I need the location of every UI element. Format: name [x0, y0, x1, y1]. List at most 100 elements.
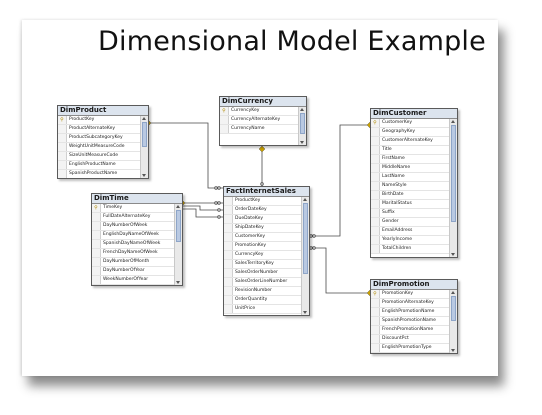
column-row[interactable]: PromotionAlternateKey: [371, 299, 449, 308]
scroll-up-icon[interactable]: [142, 117, 146, 120]
column-name: OrderDateKey: [235, 207, 267, 212]
column-row[interactable]: SpanishProductName: [58, 170, 140, 178]
column-row[interactable]: NameStyle: [371, 182, 449, 191]
scroll-thumb[interactable]: [176, 210, 181, 243]
column-row[interactable]: CustomerAlternateKey: [371, 137, 449, 146]
column-name: CurrencyKey: [231, 108, 260, 113]
scroll-up-icon[interactable]: [300, 108, 304, 111]
column-row[interactable]: DayNumberOfMonth: [92, 258, 174, 267]
column-row[interactable]: MiddleName: [371, 164, 449, 173]
column-row[interactable]: SalesOrderNumber: [224, 269, 301, 278]
column-row[interactable]: CurrencyAlternateKey: [220, 116, 298, 125]
scrollbar[interactable]: [301, 197, 309, 315]
column-row[interactable]: LastName: [371, 173, 449, 182]
column-row[interactable]: OrderQuantity: [224, 296, 301, 305]
column-list: ProductKey OrderDateKey DueDateKey ShipD…: [224, 197, 301, 315]
table-dimtime[interactable]: DimTime ⚲TimeKey FullDateAlternateKey Da…: [91, 193, 183, 286]
scrollbar[interactable]: [449, 290, 457, 353]
column-name: YearlyIncome: [382, 237, 412, 242]
scroll-thumb[interactable]: [142, 122, 147, 147]
scroll-down-icon[interactable]: [451, 349, 455, 352]
column-row[interactable]: ⚲ProductKey: [58, 116, 140, 125]
scroll-down-icon[interactable]: [176, 281, 180, 284]
column-name: DayNumberOfMonth: [103, 259, 150, 264]
column-row[interactable]: FirstName: [371, 155, 449, 164]
column-row[interactable]: UnitPrice: [224, 305, 301, 314]
column-row[interactable]: DayNumberOfWeek: [92, 222, 174, 231]
column-row[interactable]: Title: [371, 146, 449, 155]
column-row[interactable]: SalesOrderLineNumber: [224, 278, 301, 287]
table-dimpromotion[interactable]: DimPromotion ⚲PromotionKey PromotionAlte…: [370, 279, 458, 354]
scrollbar[interactable]: [140, 116, 148, 178]
column-row[interactable]: CurrencyKey: [224, 251, 301, 260]
table-factinternetsales[interactable]: FactInternetSales ProductKey OrderDateKe…: [223, 186, 310, 316]
column-row[interactable]: ProductKey: [224, 197, 301, 206]
column-row[interactable]: EnglishDayNameOfWeek: [92, 231, 174, 240]
column-row[interactable]: OrderDateKey: [224, 206, 301, 215]
table-dimcurrency[interactable]: DimCurrency ⚲CurrencyKey CurrencyAlterna…: [219, 96, 307, 146]
column-row[interactable]: CustomerKey: [224, 233, 301, 242]
scroll-down-icon[interactable]: [451, 253, 455, 256]
column-row[interactable]: FrenchDayNameOfWeek: [92, 249, 174, 258]
scrollbar[interactable]: [449, 119, 457, 257]
column-row[interactable]: Gender: [371, 218, 449, 227]
column-row[interactable]: EnglishPromotionName: [371, 308, 449, 317]
column-row[interactable]: FrenchPromotionName: [371, 326, 449, 335]
column-row[interactable]: SalesTerritoryKey: [224, 260, 301, 269]
column-row[interactable]: DiscountPct: [371, 335, 449, 344]
column-name: EnglishProductName: [69, 162, 116, 167]
column-row[interactable]: ProductSubcategoryKey: [58, 134, 140, 143]
column-row[interactable]: EnglishProductName: [58, 161, 140, 170]
scrollbar[interactable]: [298, 107, 306, 145]
column-row[interactable]: MaritalStatus: [371, 200, 449, 209]
column-name: ProductAlternateKey: [69, 126, 116, 131]
column-row[interactable]: SpanishPromotionName: [371, 317, 449, 326]
column-row[interactable]: RevisionNumber: [224, 287, 301, 296]
scroll-up-icon[interactable]: [176, 205, 180, 208]
column-name: ShipDateKey: [235, 225, 264, 230]
column-row[interactable]: SizeUnitMeasureCode: [58, 152, 140, 161]
column-row[interactable]: CurrencyName: [220, 125, 298, 134]
scroll-up-icon[interactable]: [451, 120, 455, 123]
column-row[interactable]: ProductAlternateKey: [58, 125, 140, 134]
scroll-down-icon[interactable]: [303, 311, 307, 314]
column-row[interactable]: YearlyIncome: [371, 236, 449, 245]
scrollbar[interactable]: [174, 204, 182, 285]
column-row[interactable]: DueDateKey: [224, 215, 301, 224]
column-row[interactable]: PromotionKey: [224, 242, 301, 251]
column-name: TotalChildren: [382, 246, 412, 251]
column-row[interactable]: WeekNumberOfYear: [92, 276, 174, 285]
column-row[interactable]: WeightUnitMeasureCode: [58, 143, 140, 152]
table-dimcustomer[interactable]: DimCustomer ⚲CustomerKey GeographyKey Cu…: [370, 108, 458, 258]
column-row[interactable]: GeographyKey: [371, 128, 449, 137]
key-icon: ⚲: [220, 107, 229, 115]
column-row[interactable]: ShipDateKey: [224, 224, 301, 233]
scroll-thumb[interactable]: [451, 296, 456, 322]
scroll-thumb[interactable]: [303, 203, 308, 274]
column-name: SpanishProductName: [69, 171, 118, 176]
column-name: CurrencyAlternateKey: [231, 117, 281, 122]
column-row[interactable]: ⚲PromotionKey: [371, 290, 449, 299]
scroll-up-icon[interactable]: [451, 291, 455, 294]
column-row[interactable]: TotalChildren: [371, 245, 449, 254]
column-row[interactable]: SpanishDayNameOfWeek: [92, 240, 174, 249]
table-dimproduct[interactable]: DimProduct ⚲ProductKey ProductAlternateK…: [57, 105, 149, 179]
column-row[interactable]: BirthDate: [371, 191, 449, 200]
column-row[interactable]: ⚲TimeKey: [92, 204, 174, 213]
scroll-down-icon[interactable]: [142, 174, 146, 177]
column-name: ProductSubcategoryKey: [69, 135, 123, 140]
column-row[interactable]: ⚲CurrencyKey: [220, 107, 298, 116]
scroll-up-icon[interactable]: [303, 198, 307, 201]
column-row[interactable]: EnglishPromotionType: [371, 344, 449, 353]
column-name: FrenchDayNameOfWeek: [103, 250, 158, 255]
column-row[interactable]: EmailAddress: [371, 227, 449, 236]
scroll-thumb[interactable]: [451, 125, 456, 222]
column-name: ProductKey: [235, 198, 261, 203]
column-row[interactable]: ⚲CustomerKey: [371, 119, 449, 128]
column-row[interactable]: DayNumberOfYear: [92, 267, 174, 276]
column-row[interactable]: FullDateAlternateKey: [92, 213, 174, 222]
scroll-thumb[interactable]: [300, 113, 305, 134]
column-row[interactable]: Suffix: [371, 209, 449, 218]
scroll-down-icon[interactable]: [300, 141, 304, 144]
column-name: Gender: [382, 219, 399, 224]
